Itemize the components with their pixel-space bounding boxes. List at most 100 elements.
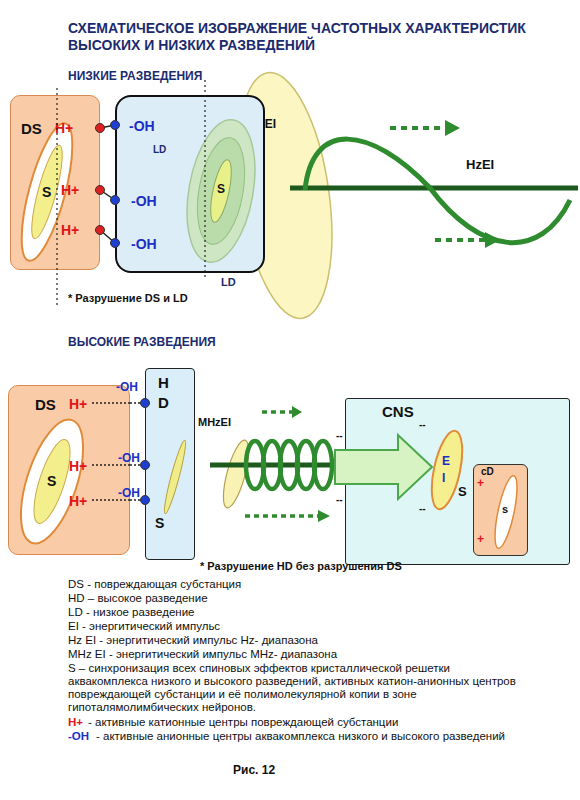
arrow-head — [292, 406, 302, 418]
charge-dot — [141, 496, 150, 505]
charge-dot — [96, 124, 105, 133]
dilution-label: LD — [221, 276, 236, 289]
cation-label: H+ — [69, 458, 87, 474]
anion-label: -OH — [118, 452, 140, 466]
glossary-line: - активные анионные центры аквакомплекса… — [96, 730, 505, 743]
helix-coil — [314, 441, 332, 489]
sync-label: s — [502, 503, 508, 516]
anion-label: -OH — [116, 381, 138, 395]
substance-box: DS H+ H+ H+ S — [10, 95, 100, 270]
charge-mark: + — [477, 533, 484, 547]
cation-label: H+ — [61, 182, 79, 198]
helix-coil — [263, 441, 281, 489]
impulse-outline — [218, 438, 254, 510]
charge-mark: -- — [419, 503, 426, 515]
copy-box: cD++s — [473, 464, 528, 556]
dotted-arrow — [245, 514, 318, 518]
charge-dot — [111, 196, 120, 205]
charge-dot — [96, 226, 105, 235]
box-label: DS — [35, 396, 56, 413]
dotted-arrow — [262, 410, 292, 414]
bond-line — [130, 402, 145, 404]
sync-ellipse: S — [21, 414, 83, 549]
glossary-line: Hz EI - энергитический импульс Hz- диапа… — [68, 634, 318, 647]
anion-label: -OH — [118, 487, 140, 501]
sync-core — [27, 436, 78, 527]
box-label: H D — [158, 373, 170, 413]
arrow-head — [318, 510, 330, 522]
glossary-line: EI - энергитический импульс — [68, 620, 220, 633]
box-label: DS — [21, 120, 42, 137]
glossary-line: S – синхронизация всех спиновых эффектов… — [68, 662, 523, 714]
charge-dot — [141, 461, 150, 470]
helix-coil — [280, 441, 298, 489]
glossary-line: MHz EI - энергитический импульс MHz- диа… — [68, 648, 337, 661]
diagram-title: СХЕМАТИЧЕСКОЕ ИЗОБРАЖЕНИЕ ЧАСТОТНЫХ ХАРА… — [68, 20, 538, 54]
bond-line — [130, 499, 145, 501]
node-outline — [146, 369, 194, 559]
charge-dot — [111, 239, 120, 248]
cation-label: H+ — [69, 493, 87, 509]
sync-core — [161, 439, 188, 514]
bond-line — [100, 230, 115, 243]
figure-caption: Рис. 12 — [233, 764, 275, 778]
sync-label: S — [217, 183, 225, 197]
charge-mark: -- — [419, 419, 426, 431]
glossary-line: HD – высокое разведение — [68, 592, 208, 605]
dotted-arrow — [390, 126, 445, 130]
charge-mark: + — [477, 477, 484, 491]
aqua-ring — [177, 115, 265, 268]
arrow-head — [485, 232, 500, 248]
arrow-head — [445, 120, 460, 136]
cation-label: H+ — [55, 120, 73, 136]
impulse-ellipse: MHzEI — [222, 438, 250, 510]
dilution-box: -OH -OH -OH LD S — [115, 95, 265, 273]
charge-dot — [111, 121, 120, 130]
sync-label: S — [458, 485, 467, 500]
box-label: LD — [153, 144, 166, 156]
sync-label: S — [155, 515, 164, 531]
sync-core — [207, 158, 236, 224]
anion-label: -OH — [131, 193, 157, 209]
section-heading: НИЗКИЕ РАЗВЕДЕНИЯ — [68, 70, 202, 84]
bond-line — [100, 125, 115, 128]
hz-wave — [305, 139, 570, 243]
impulse-label: E I — [442, 453, 451, 487]
bond-line — [130, 464, 145, 466]
sync-ellipse: S — [175, 115, 267, 267]
glossary-line: DS - повреждающая субстанция — [68, 578, 241, 591]
cns-box: CNSSE IcD++s — [345, 398, 570, 565]
cation-label: H+ — [61, 222, 79, 238]
impulse-outline — [426, 428, 468, 512]
sync-label: S — [42, 184, 51, 200]
dotted-arrow — [435, 238, 485, 242]
section-heading: ВЫСОКИЕ РАЗВЕДЕНИЯ — [68, 336, 216, 350]
glossary-term: H+ — [68, 716, 83, 729]
charge-mark: -- — [336, 494, 343, 506]
sync-outline — [11, 119, 83, 265]
substance-box: DSH+H+H+S — [8, 385, 130, 555]
sync-label: S — [47, 473, 56, 489]
sync-core — [26, 143, 68, 241]
impulse-label: MHzEI — [198, 416, 231, 429]
charge-mark: -- — [336, 430, 343, 442]
node-outline — [222, 438, 250, 510]
glossary-line: LD - низкое разведение — [68, 606, 194, 619]
glossary-line: - активные катионные центры повреждающей… — [88, 716, 398, 729]
charge-dot — [141, 399, 150, 408]
sync-ellipse: s — [494, 473, 518, 551]
note: * Разрушение HD без разрушения DS — [200, 560, 402, 573]
charge-dot — [96, 186, 105, 195]
box-label: cD — [481, 466, 494, 478]
anion-label: -OH — [129, 118, 155, 134]
aqua-ring — [190, 134, 252, 248]
helix-coil — [297, 441, 315, 489]
bond-line — [100, 190, 115, 200]
wave-axis — [290, 186, 578, 191]
anion-label: -OH — [131, 236, 157, 252]
note: * Разрушение DS и LD — [68, 292, 188, 305]
dilution-box: H D S — [145, 368, 195, 560]
box-label: CNS — [382, 403, 414, 420]
impulse-outline — [224, 67, 346, 325]
sync-outline — [8, 412, 95, 550]
